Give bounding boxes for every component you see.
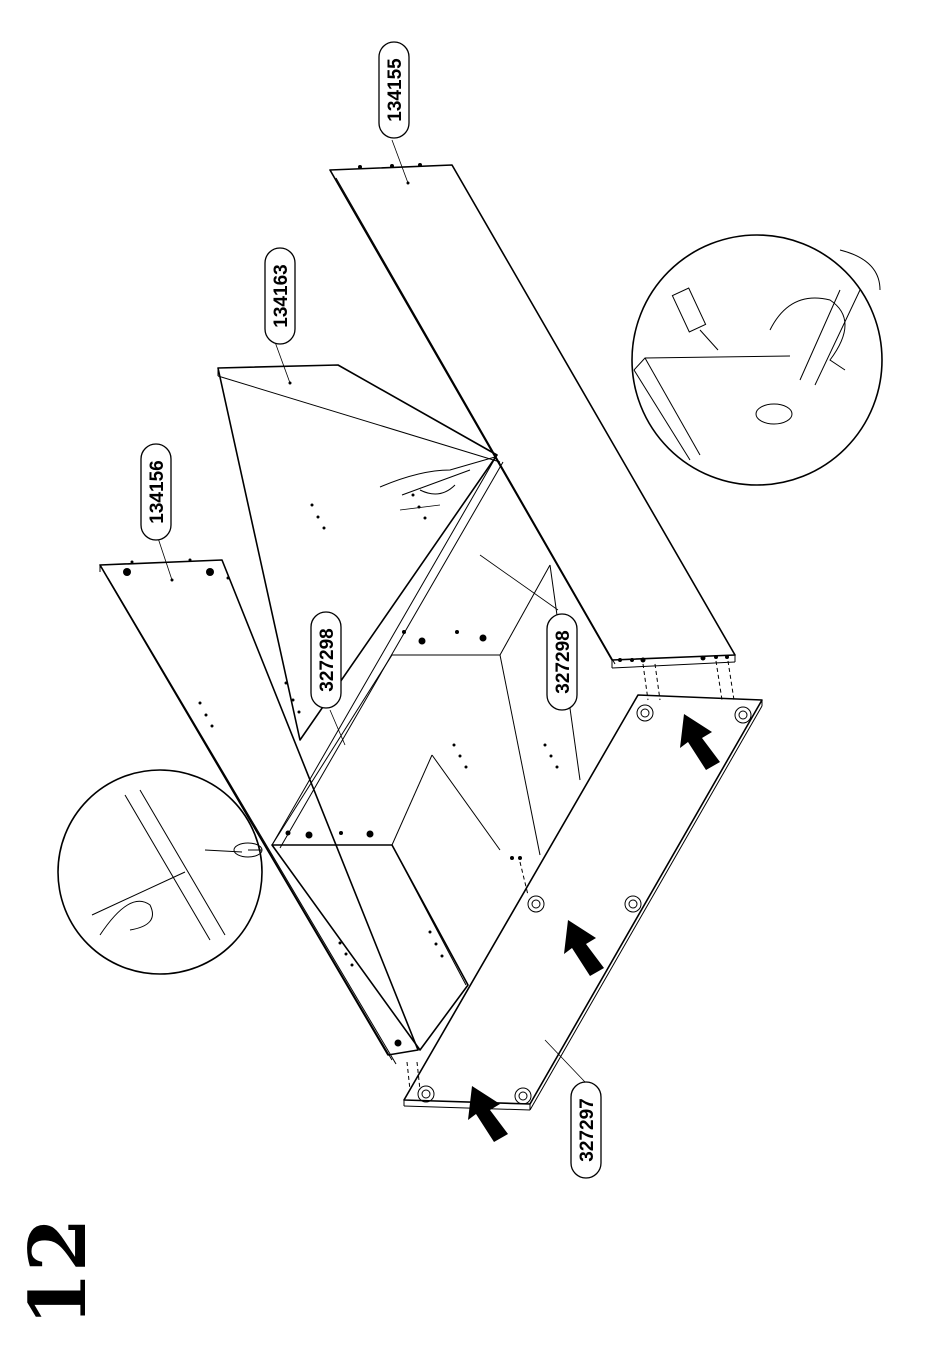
label-327297: 327297 [571, 1082, 601, 1178]
svg-text:327298: 327298 [317, 628, 338, 691]
label-134163: 134163 [265, 248, 295, 344]
label-134155: 134155 [379, 42, 409, 138]
panel-134156 [100, 559, 444, 1065]
panel-134163 [218, 365, 503, 848]
svg-text:134163: 134163 [271, 264, 292, 327]
cam-fittings [418, 705, 751, 1104]
label-327298-left: 327298 [311, 612, 341, 708]
svg-text:327298: 327298 [553, 630, 574, 693]
hand-pencil-icon [58, 770, 262, 974]
step-number: 12 [13, 1218, 104, 1327]
leader-lines [158, 140, 585, 1082]
svg-text:12: 12 [13, 1218, 104, 1327]
svg-text:327297: 327297 [577, 1098, 598, 1161]
svg-text:134156: 134156 [147, 460, 168, 523]
svg-text:134155: 134155 [385, 58, 406, 122]
label-327298-right: 327298 [547, 614, 577, 710]
label-134156: 134156 [141, 444, 171, 540]
screwdriver-rotate-icon [632, 235, 882, 485]
push-arrow-icon [468, 714, 720, 1142]
